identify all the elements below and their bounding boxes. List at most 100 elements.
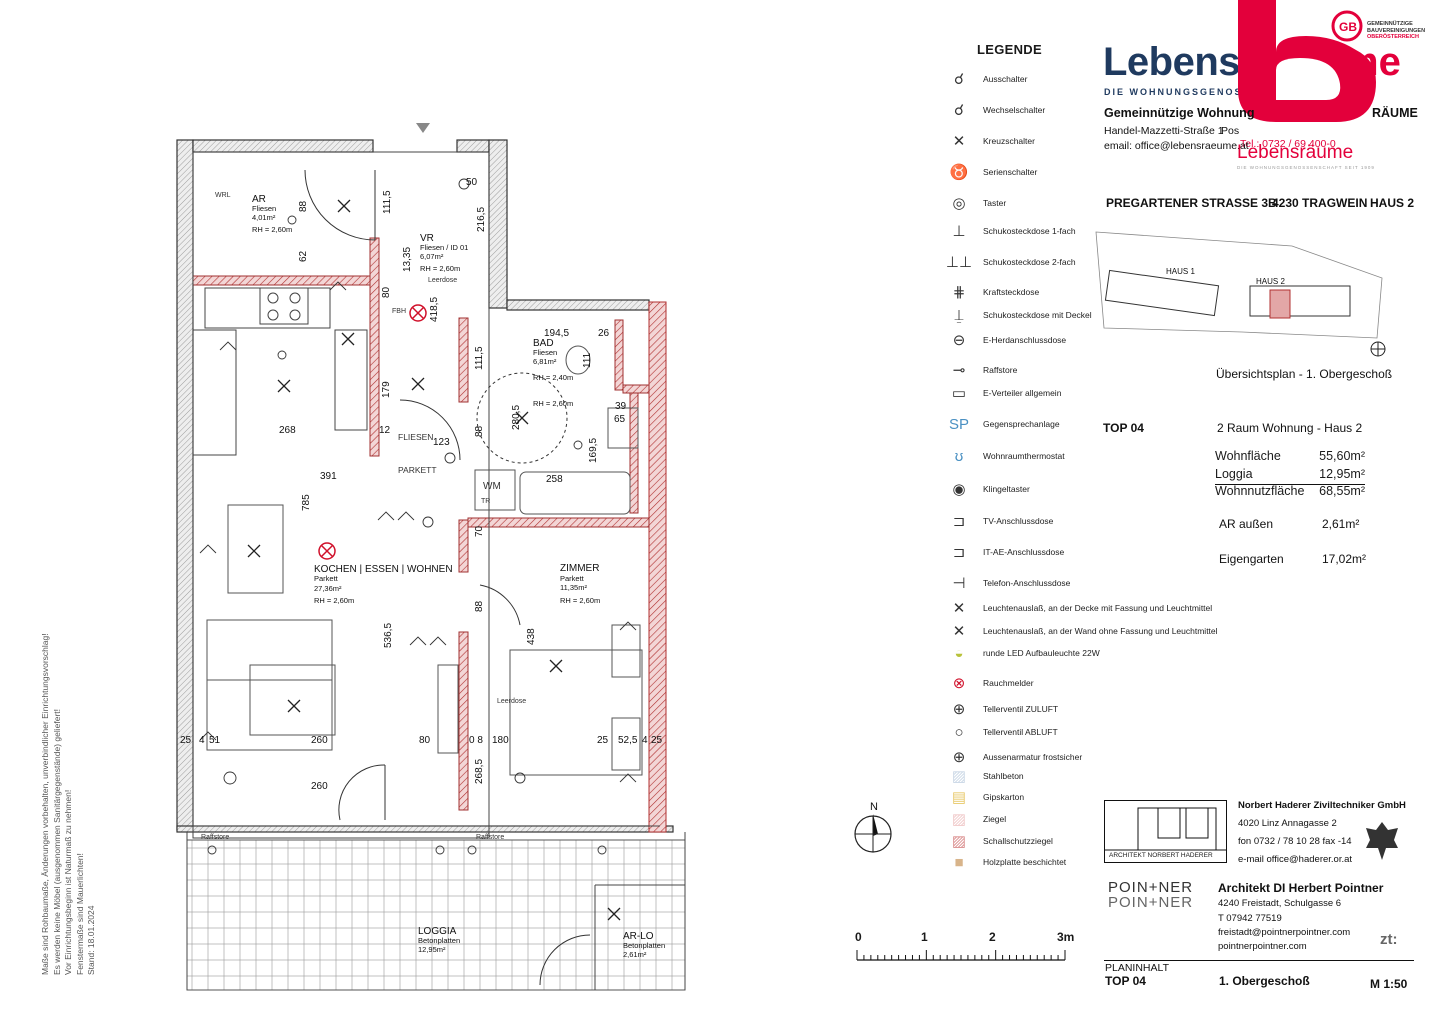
legend-item: ⊕Tellerventil ZULUFT bbox=[945, 700, 1058, 718]
holzplatte-icon: ■ bbox=[954, 853, 964, 871]
svg-text:39: 39 bbox=[615, 401, 627, 412]
svg-text:RH = 2,60m: RH = 2,60m bbox=[314, 596, 354, 605]
legend-label: Telefon-Anschlussdose bbox=[983, 578, 1071, 588]
legend-label: Schukosteckdose 2-fach bbox=[983, 257, 1076, 267]
svg-text:Parkett: Parkett bbox=[314, 574, 339, 583]
serienschalter-icon: ♉ bbox=[949, 164, 969, 181]
room-vr-name: VR bbox=[420, 233, 434, 244]
legend-item: ✕Leuchtenauslaß, an der Wand ohne Fassun… bbox=[945, 622, 1218, 640]
svg-text:HAUS 1: HAUS 1 bbox=[1166, 267, 1195, 276]
svg-text:26: 26 bbox=[598, 328, 610, 339]
svg-text:N: N bbox=[870, 801, 878, 813]
svg-text:PARKETT: PARKETT bbox=[398, 465, 437, 475]
svg-text:268: 268 bbox=[279, 425, 296, 436]
legend-label: Ziegel bbox=[983, 814, 1007, 824]
svg-text:50: 50 bbox=[466, 177, 478, 188]
svg-text:13,35: 13,35 bbox=[402, 247, 413, 272]
legend-label: Tellerventil ZULUFT bbox=[983, 704, 1059, 714]
legend-item: ✕Leuchtenauslaß, an der Decke mit Fassun… bbox=[945, 599, 1212, 617]
svg-text:RH = 2,60m: RH = 2,60m bbox=[420, 264, 460, 273]
gipskarton-icon: ▤ bbox=[951, 789, 967, 806]
architect-name: Architekt DI Herbert Pointner bbox=[1218, 881, 1384, 895]
company-email: email: office@lebensraeume.at bbox=[1104, 140, 1249, 152]
legend-item: ▨Schallschutzziegel bbox=[945, 832, 1053, 850]
kraftsteckdose-icon: ⋕ bbox=[952, 284, 966, 301]
svg-text:12,95m²: 12,95m² bbox=[418, 945, 446, 954]
wohnraumthermostat-icon: ʊ bbox=[954, 447, 964, 465]
svg-text:65: 65 bbox=[614, 414, 626, 425]
architect-logo: POIN+NER bbox=[1108, 879, 1194, 896]
site-plan-caption: Übersichtsplan - 1. Obergeschoß bbox=[1216, 367, 1393, 381]
svg-text:2,61m²: 2,61m² bbox=[623, 950, 647, 959]
tv-anschlussdose-icon: ⊐ bbox=[952, 513, 966, 530]
project-street: PREGARTENER STRASSE 3B bbox=[1106, 196, 1277, 210]
legend-label: Wohnraumthermostat bbox=[983, 451, 1065, 461]
unit-top: TOP 04 bbox=[1103, 421, 1144, 435]
legend-item: ⋕Kraftsteckdose bbox=[945, 283, 1040, 301]
legend-item: ◒runde LED Aufbauleuchte 22W bbox=[945, 644, 1099, 662]
legend-item: ⊖E-Herdanschlussdose bbox=[945, 331, 1066, 349]
legend-item: ⊣Telefon-Anschlussdose bbox=[945, 574, 1070, 592]
svg-text:Betonplatten: Betonplatten bbox=[418, 936, 460, 945]
legend-item: ▭E-Verteiler allgemein bbox=[945, 384, 1062, 402]
interior-walls bbox=[192, 237, 650, 811]
legend-item: ⊥⊥Schukosteckdose 2-fach bbox=[945, 253, 1076, 271]
svg-text:Betonplatten: Betonplatten bbox=[623, 941, 665, 950]
svg-text:RH = 2,40m: RH = 2,40m bbox=[533, 373, 573, 382]
svg-text:179: 179 bbox=[381, 381, 392, 398]
svg-text:0 8: 0 8 bbox=[469, 735, 483, 746]
legend-label: Holzplatte beschichtet bbox=[983, 857, 1067, 867]
legend-item: ♉ Serienschalter bbox=[945, 163, 1038, 181]
svg-text:Parkett: Parkett bbox=[560, 574, 585, 583]
svg-text:27,36m²: 27,36m² bbox=[314, 584, 342, 593]
company-address: Handel-Mazzetti-Straße 1 bbox=[1104, 125, 1224, 137]
svg-text:Fliesen: Fliesen bbox=[252, 204, 276, 213]
e-verteiler-icon: ▭ bbox=[951, 385, 967, 402]
svg-text:268,5: 268,5 bbox=[474, 759, 485, 784]
schukosteckdose-deckel-icon: ⍊ bbox=[954, 306, 964, 324]
gbv-line3: OBERÖSTERREICH bbox=[1367, 34, 1419, 40]
legend-label: Gipskarton bbox=[983, 792, 1025, 802]
legend-item: ▨Ziegel bbox=[945, 810, 1006, 828]
svg-text:RH = 2,60m: RH = 2,60m bbox=[533, 399, 573, 408]
svg-text:25: 25 bbox=[180, 735, 192, 746]
svg-text:FBH: FBH bbox=[392, 308, 406, 315]
svg-text:GB: GB bbox=[1339, 20, 1357, 34]
svg-text:785: 785 bbox=[301, 494, 312, 511]
legend-label: Stahlbeton bbox=[983, 771, 1024, 781]
outer-walls bbox=[176, 139, 674, 833]
legend-item: ■ Holzplatte beschichtet bbox=[945, 853, 1066, 871]
party-wall bbox=[648, 301, 667, 833]
legend-label: Aussenarmatur frostsicher bbox=[983, 752, 1083, 762]
zt-logo: zt: bbox=[1380, 931, 1398, 948]
svg-text:391: 391 bbox=[320, 471, 337, 482]
svg-text:WRL: WRL bbox=[215, 192, 231, 199]
svg-text:4: 4 bbox=[642, 735, 648, 746]
wechselschalter-icon: ☌ bbox=[953, 102, 965, 119]
room-arlo-name: AR-LO bbox=[623, 931, 654, 942]
planinhalt-floor: 1. Obergeschoß bbox=[1219, 974, 1310, 988]
legend-label: Serienschalter bbox=[983, 167, 1038, 177]
gbv-line2: BAUVEREINIGUNGEN bbox=[1367, 27, 1426, 34]
schallschutzziegel-icon: ▨ bbox=[951, 833, 967, 850]
svg-text:62: 62 bbox=[298, 250, 309, 262]
svg-text:88: 88 bbox=[474, 600, 485, 612]
gegensprechanlage-icon: SP bbox=[948, 415, 969, 433]
legend-label: Leuchtenauslaß, an der Wand ohne Fassung… bbox=[983, 626, 1218, 636]
legend-item: ◉Klingeltaster bbox=[945, 480, 1029, 498]
svg-text:111,5: 111,5 bbox=[474, 346, 485, 370]
ar-value: 2,61m² bbox=[1322, 517, 1360, 531]
legend-label: Rauchmelder bbox=[983, 678, 1034, 688]
project-house: HAUS 2 bbox=[1370, 196, 1415, 210]
leuchtenauslass-decke-icon: ✕ bbox=[952, 600, 966, 617]
gbv-line1: GEMEINNÜTZIGE bbox=[1367, 21, 1413, 27]
legend-title: LEGENDE bbox=[977, 42, 1042, 57]
ausschalter-icon: ☌ bbox=[953, 71, 965, 88]
room-loggia-name: LOGGIA bbox=[418, 926, 457, 937]
svg-text:6,07m²: 6,07m² bbox=[420, 252, 444, 261]
scale-bar bbox=[856, 950, 1066, 961]
legend-label: Schukosteckdose mit Deckel bbox=[983, 310, 1092, 320]
legend-label: Ausschalter bbox=[983, 74, 1028, 84]
svg-text:260: 260 bbox=[311, 781, 328, 792]
